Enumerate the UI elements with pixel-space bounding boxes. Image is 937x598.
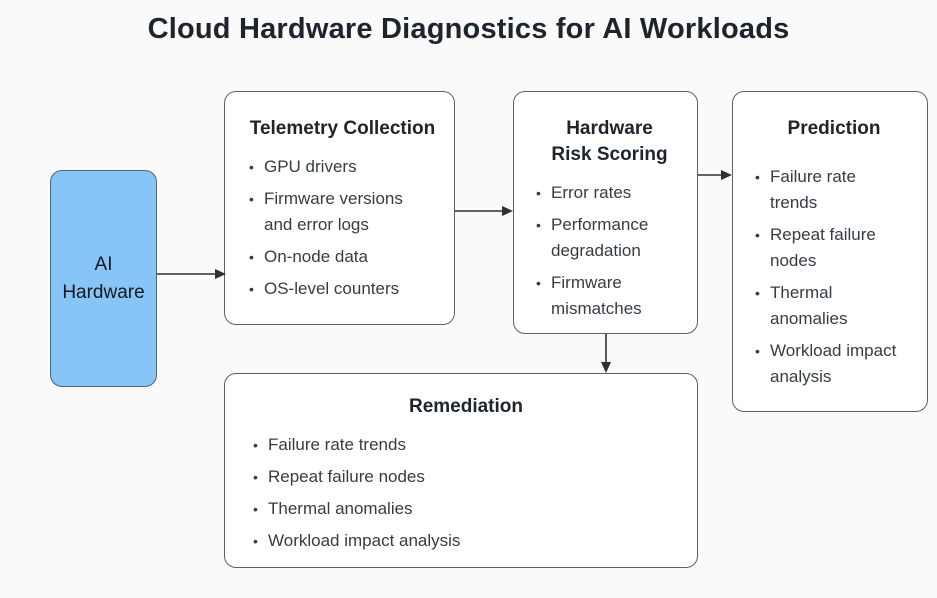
bullet-icon: • bbox=[755, 227, 760, 243]
list-item-text: Failure rate trends bbox=[268, 435, 406, 454]
list-item: • Firmware mismatches bbox=[536, 270, 683, 322]
node-hardware-risk-scoring: Hardware Risk Scoring • Error rates • Pe… bbox=[513, 91, 698, 334]
bullet-icon: • bbox=[253, 469, 258, 485]
bullet-icon: • bbox=[253, 533, 258, 549]
bullet-icon: • bbox=[755, 343, 760, 359]
node-remediation-title: Remediation bbox=[408, 396, 524, 417]
list-item-text: Firmware versions and error logs bbox=[264, 189, 403, 234]
arrow-ai-hardware-to-telemetry bbox=[157, 269, 226, 279]
list-item: • Failure rate trends bbox=[253, 432, 679, 458]
node-prediction-title: Prediction bbox=[787, 118, 881, 139]
node-risk-title: Hardware Risk Scoring bbox=[551, 118, 668, 165]
list-item: • Error rates bbox=[536, 180, 683, 206]
telemetry-item-list: • GPU drivers • Firmware versions and er… bbox=[249, 154, 436, 302]
list-item: • Thermal anomalies bbox=[755, 280, 913, 332]
node-telemetry-collection: Telemetry Collection • GPU drivers • Fir… bbox=[224, 91, 455, 325]
list-item: • Performance degradation bbox=[536, 212, 683, 264]
list-item-text: Workload impact analysis bbox=[268, 531, 461, 550]
arrow-risk-scoring-to-remediation bbox=[601, 334, 611, 373]
list-item: • GPU drivers bbox=[249, 154, 436, 180]
list-item: • Workload impact analysis bbox=[253, 528, 679, 554]
node-ai-hardware-label: AI Hardware bbox=[62, 253, 145, 303]
remediation-item-list: • Failure rate trends • Repeat failure n… bbox=[253, 432, 679, 554]
list-item: • Thermal anomalies bbox=[253, 496, 679, 522]
node-remediation: Remediation • Failure rate trends • Repe… bbox=[224, 373, 698, 568]
bullet-icon: • bbox=[536, 275, 541, 291]
list-item-text: On-node data bbox=[264, 247, 368, 266]
page-title: Cloud Hardware Diagnostics for AI Worklo… bbox=[147, 13, 790, 45]
list-item: • Failure rate trends bbox=[755, 164, 913, 216]
bullet-icon: • bbox=[249, 191, 254, 207]
list-item: • Workload impact analysis bbox=[755, 338, 913, 390]
list-item-text: Failure rate trends bbox=[770, 167, 856, 212]
bullet-icon: • bbox=[249, 159, 254, 175]
arrow-telemetry-to-risk-scoring bbox=[455, 206, 513, 216]
node-telemetry-title: Telemetry Collection bbox=[249, 118, 436, 139]
list-item-text: Repeat failure nodes bbox=[268, 467, 425, 486]
list-item-text: Performance degradation bbox=[551, 215, 649, 260]
list-item: • OS-level counters bbox=[249, 276, 436, 302]
list-item-text: Thermal anomalies bbox=[268, 499, 413, 518]
bullet-icon: • bbox=[755, 169, 760, 185]
bullet-icon: • bbox=[253, 501, 258, 517]
node-ai-hardware: AI Hardware bbox=[50, 170, 157, 387]
risk-item-list: • Error rates • Performance degradation … bbox=[536, 180, 683, 322]
list-item-text: OS-level counters bbox=[264, 279, 400, 298]
list-item-text: Error rates bbox=[551, 183, 632, 202]
arrow-risk-scoring-to-prediction bbox=[698, 170, 732, 180]
node-prediction: Prediction • Failure rate trends • Repea… bbox=[732, 91, 928, 412]
list-item-text: GPU drivers bbox=[264, 157, 357, 176]
prediction-item-list: • Failure rate trends • Repeat failure n… bbox=[755, 164, 913, 390]
list-item-text: Thermal anomalies bbox=[770, 283, 848, 328]
list-item-text: Repeat failure nodes bbox=[770, 225, 876, 270]
list-item: • Repeat failure nodes bbox=[755, 222, 913, 274]
bullet-icon: • bbox=[249, 281, 254, 297]
bullet-icon: • bbox=[249, 249, 254, 265]
list-item: • Repeat failure nodes bbox=[253, 464, 679, 490]
list-item-text: Workload impact analysis bbox=[770, 341, 897, 386]
list-item: • On-node data bbox=[249, 244, 436, 270]
bullet-icon: • bbox=[536, 217, 541, 233]
list-item: • Firmware versions and error logs bbox=[249, 186, 436, 238]
bullet-icon: • bbox=[755, 285, 760, 301]
list-item-text: Firmware mismatches bbox=[551, 273, 642, 318]
bullet-icon: • bbox=[253, 437, 258, 453]
bullet-icon: • bbox=[536, 185, 541, 201]
